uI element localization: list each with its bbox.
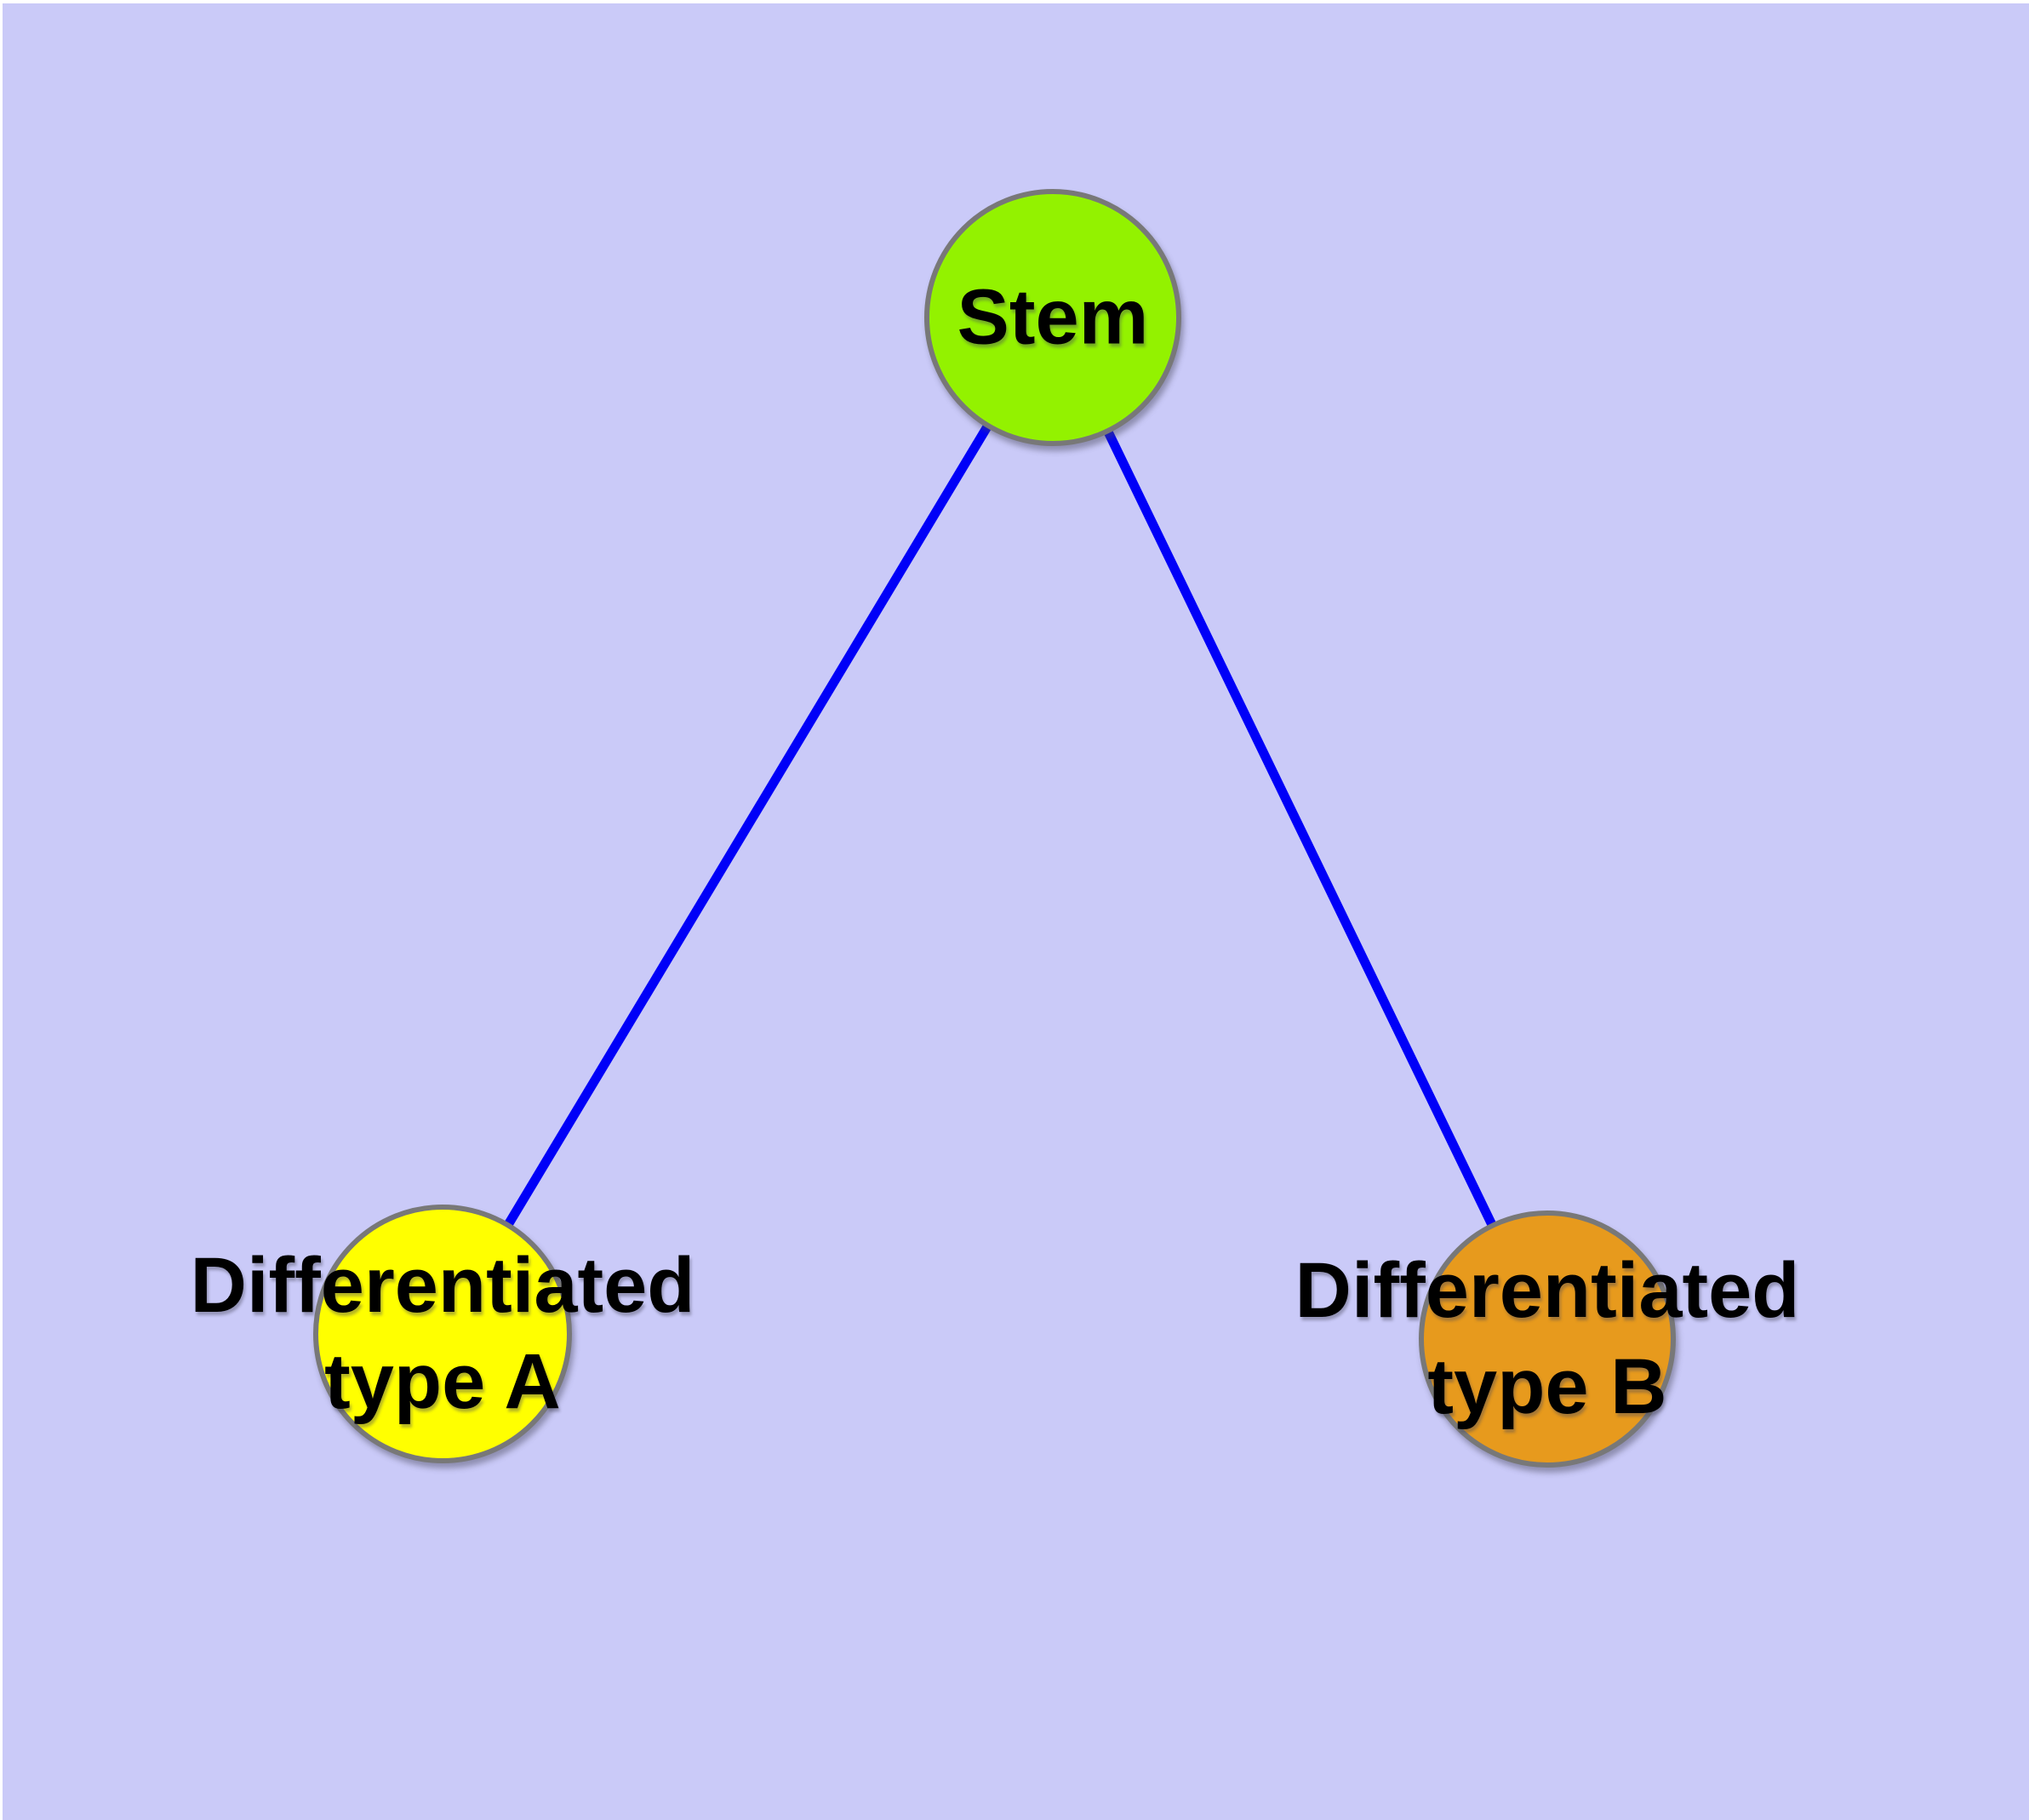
node-label-differentiated-type-b: Differentiated type B [1295,1243,1800,1435]
node-label-line: Stem [957,273,1149,361]
node-label-line: type B [1427,1343,1667,1430]
graph-edge-stem-differentiated-type-b [1049,315,1552,1342]
node-label-differentiated-type-a: Differentiated type A [191,1238,695,1430]
node-label-stem: Stem [957,270,1149,366]
graph-node-differentiated-type-b [1419,1210,1676,1468]
graph-node-stem [924,189,1181,446]
graph-node-differentiated-type-a [313,1205,572,1463]
node-label-line: Differentiated [190,1242,695,1329]
node-label-line: Differentiated [1295,1247,1800,1334]
node-label-line: type A [324,1338,561,1425]
graph-edge-stem-differentiated-type-a [438,315,1057,1336]
